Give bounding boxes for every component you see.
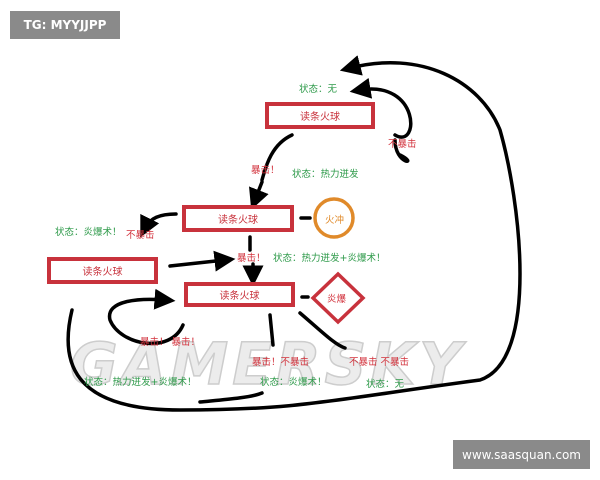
self-loop-arrow-top (360, 89, 413, 163)
fireball-cast-box-4: 读条火球 (184, 282, 295, 307)
arrow-box2-to-box4 (250, 235, 253, 276)
arrow-box1-to-box2 (255, 133, 294, 200)
state-pyro-left: 状态：炎爆术！ (55, 227, 122, 238)
state-heat-pyro-mid: 状态：热力迸发+炎爆术！ (273, 253, 386, 264)
no-crit-top: 不暴击 (388, 139, 417, 150)
arrow-box2-to-box3 (140, 212, 178, 238)
state-heat-pyro-bottom: 状态：热力迸发+炎爆术！ (84, 377, 197, 388)
line-box4-down (268, 313, 275, 347)
line-bottom (198, 391, 264, 404)
crit-crit: 暴击！ 暴击！ (140, 337, 201, 348)
crit-1: 暴击！ (251, 165, 280, 176)
tg-badge: TG: MYYJJPP (10, 11, 120, 39)
crit-2: 暴击！ (237, 253, 266, 264)
state-heat: 状态：热力迸发 (292, 169, 359, 180)
loop-arrow-big (66, 55, 522, 412)
crit-nocrit: 暴击！不暴击 (252, 357, 310, 368)
fire-blast-node (313, 197, 355, 239)
arrow-box3-to-box4 (168, 250, 236, 272)
site-badge: www.saasquan.com (453, 440, 590, 469)
fireball-cast-box-3: 读条火球 (47, 257, 158, 284)
pyroblast-label: 炎爆 (327, 294, 347, 305)
pyroblast-node (310, 271, 366, 325)
no-crit-left: 不暴击 (126, 230, 155, 241)
nocrit-nocrit: 不暴击 不暴击 (349, 357, 410, 368)
fireball-cast-box-1: 读条火球 (265, 102, 375, 129)
fire-blast-label: 火冲 (325, 215, 345, 226)
state-pyro-bottom: 状态：炎爆术！ (260, 377, 327, 388)
line-box4-right (298, 311, 347, 350)
fireball-cast-box-2: 读条火球 (182, 205, 294, 232)
state-none-bottom: 状态：无 (366, 379, 405, 390)
self-loop-arrow-box4 (107, 288, 185, 346)
state-none-top: 状态：无 (299, 84, 338, 95)
